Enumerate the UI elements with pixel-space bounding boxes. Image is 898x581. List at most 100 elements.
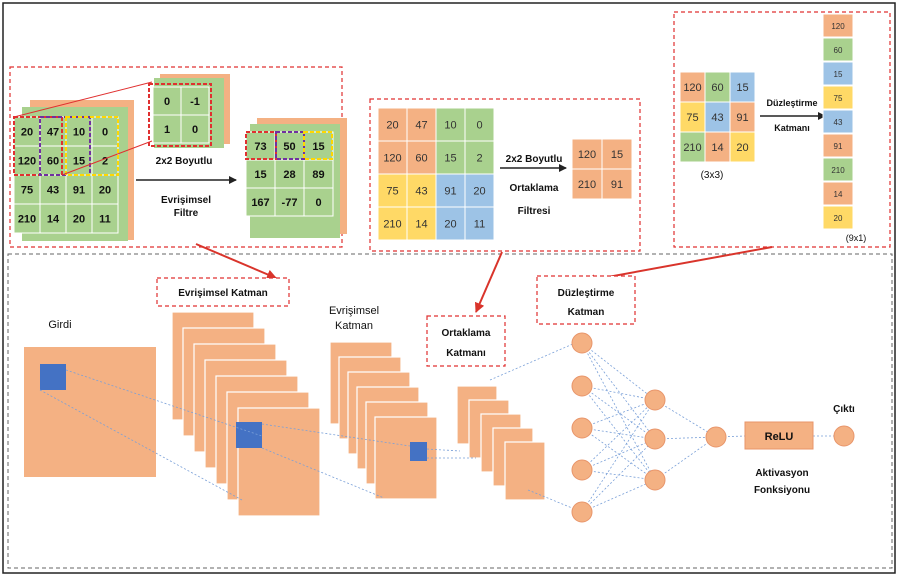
conv-input-cell: [91, 116, 119, 147]
relu-label: ReLU: [765, 431, 794, 443]
flatten-grid-value: 75: [686, 112, 698, 124]
conv-input-cell: [91, 174, 119, 205]
pool-layer-label-box: [426, 315, 506, 367]
pool-input-value: 20: [444, 219, 456, 231]
pool-input-cell: [377, 206, 408, 241]
flatten-vector-cell: [822, 157, 854, 182]
pool-input-cell: [435, 107, 466, 142]
flatten-layer-label-line1: Düzleştirme: [558, 288, 615, 299]
kernel-cell: [180, 86, 210, 116]
nn-edge: [654, 399, 717, 438]
conv-input-value: 60: [47, 156, 59, 168]
flatten-grid-value: 43: [711, 112, 723, 124]
pool-label-line3: Filtresi: [518, 206, 551, 217]
conv-output-value: 28: [283, 169, 295, 181]
neuron: [571, 501, 593, 523]
flatten-vector-cell: [822, 205, 854, 230]
pool-feature-map: [504, 441, 546, 501]
conv-input-value: 75: [21, 185, 33, 197]
nn-edge: [581, 438, 656, 471]
conv-arrow-label: 2x2 Boyutlu: [156, 156, 213, 167]
network-panel-border: [7, 253, 893, 569]
flatten-grid-cell: [729, 101, 756, 133]
flatten-grid-cell: [679, 131, 706, 163]
pool-input-value: 2: [476, 153, 482, 165]
flatten-grid-cell: [729, 131, 756, 163]
flatten-grid-value: 15: [736, 82, 748, 94]
pool-label-line1: 2x2 Boyutlu: [506, 154, 563, 165]
flatten-grid-value: 60: [711, 82, 723, 94]
conv-input-cell: [91, 203, 119, 234]
pool-input-value: 210: [383, 219, 401, 231]
conv-output-value: 89: [312, 169, 324, 181]
pool-panel-border: [369, 98, 641, 252]
flatten-vector-cell: [822, 13, 854, 38]
flatten-layer-label-line2: Katman: [568, 307, 605, 318]
pool-input-cell: [464, 107, 495, 142]
nn-connections: [581, 342, 844, 513]
conv-output-cell: [245, 159, 276, 189]
neuron: [571, 332, 593, 354]
conv-layer-label: Evrişimsel Katman: [178, 288, 268, 299]
conv-input-value: 120: [18, 156, 36, 168]
flatten-vector-value: 14: [834, 190, 843, 199]
conv-output-value: 73: [254, 141, 266, 153]
flatten-vector-cell: [822, 85, 854, 110]
conv-input-value: 2: [102, 156, 108, 168]
flatten-layer-label-box: [536, 275, 636, 325]
pool-input-value: 43: [415, 186, 427, 198]
neuron: [644, 469, 666, 491]
neuron: [571, 375, 593, 397]
conv-input-value: 11: [99, 214, 111, 226]
pool-input-value: 120: [383, 153, 401, 165]
pool-output-value: 120: [578, 149, 596, 161]
pool-input-value: 20: [386, 120, 398, 132]
output-label: Çıktı: [833, 404, 855, 415]
kernel-projection-line-bottom: [61, 140, 153, 176]
kernel-value: 0: [164, 96, 170, 108]
conv-caption-line2: Filtre: [174, 208, 199, 219]
neuron: [705, 426, 727, 448]
kernel-cell: [152, 114, 182, 144]
conv-input-value: 20: [73, 214, 85, 226]
nn-edge: [581, 342, 656, 440]
flatten-vector-value: 91: [834, 142, 843, 151]
conv-feature-maps-1: [171, 311, 321, 517]
flatten-grid-value: 91: [736, 112, 748, 124]
conv-input-value: 15: [73, 156, 85, 168]
flatten-vector-value: 210: [831, 166, 845, 175]
conv-output-value: 167: [251, 197, 269, 209]
pool-input-value: 75: [386, 186, 398, 198]
pool-input-value: 11: [474, 219, 485, 231]
guide-line: [489, 339, 583, 381]
pool-input-cell: [435, 206, 466, 241]
red-arrow-to-conv-layer: [195, 243, 277, 280]
flatten-vector-cell: [822, 109, 854, 134]
nn-edge: [581, 427, 656, 440]
neuron: [571, 459, 593, 481]
conv-input-value: 43: [47, 185, 59, 197]
pool-output-value: 210: [578, 179, 596, 191]
nn-edge: [581, 427, 656, 481]
output-neuron: [833, 425, 855, 447]
conv-layer-label-box: [156, 277, 290, 307]
flatten-grid-caption: (3x3): [701, 170, 724, 181]
nn-edge: [581, 479, 656, 513]
conv-input-value: 10: [73, 127, 85, 139]
pool-output-value: 91: [611, 179, 623, 191]
nn-neurons: [571, 332, 855, 523]
conv-output-value: -77: [282, 197, 298, 209]
neuron: [644, 389, 666, 411]
pool-output-cell: [571, 168, 603, 200]
flatten-vector-cell: [822, 181, 854, 206]
nn-edge: [581, 385, 656, 440]
conv-feature-maps-2: [329, 341, 438, 500]
input-label: Girdi: [48, 319, 71, 331]
pool-input-value: 10: [444, 120, 456, 132]
conv-input-cell: [65, 145, 93, 176]
conv-output-cell: [303, 131, 334, 161]
